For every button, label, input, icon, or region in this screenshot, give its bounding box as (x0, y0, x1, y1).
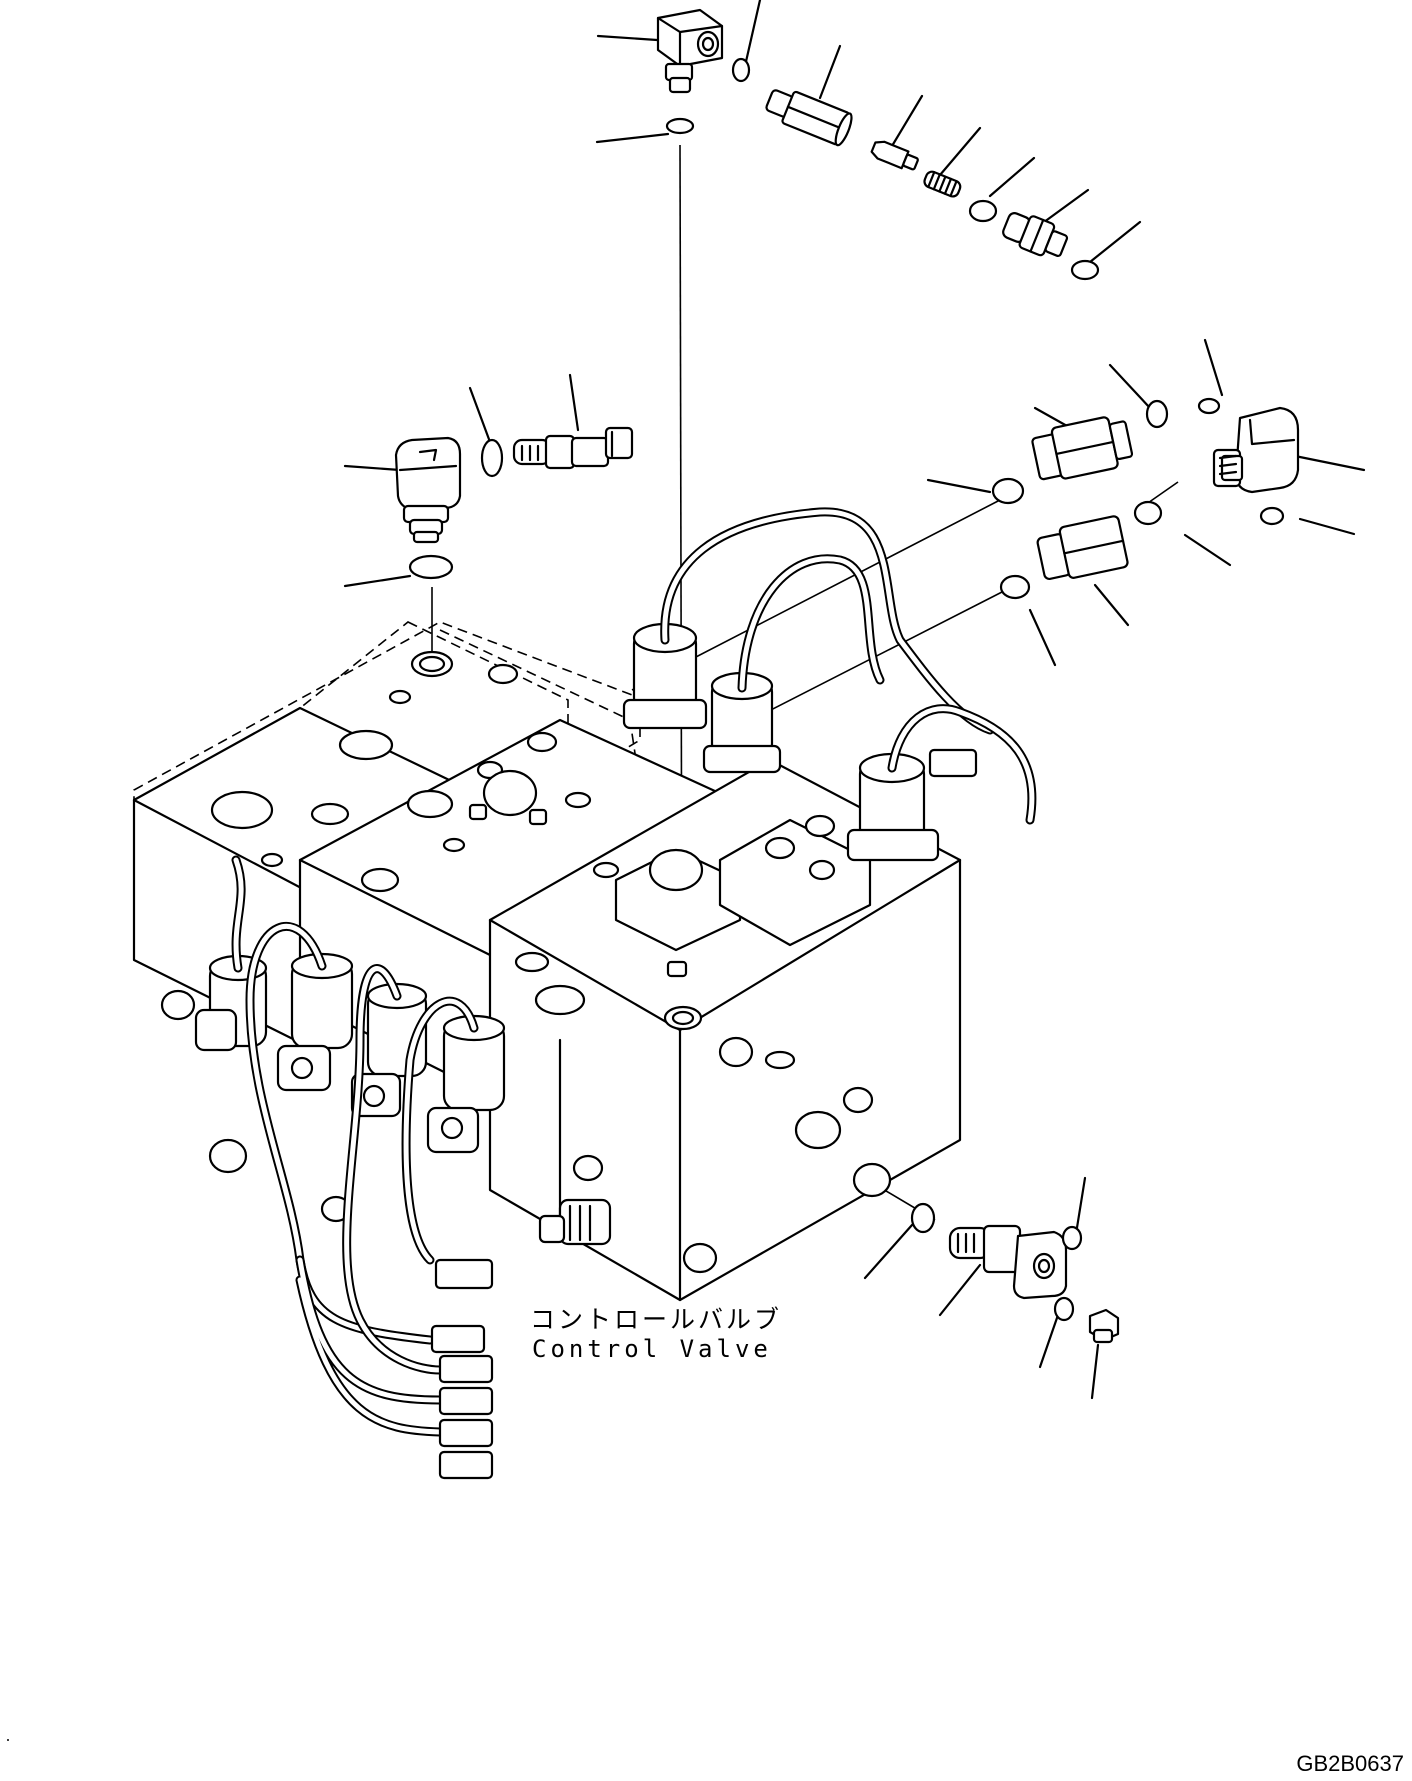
right-parts (991, 397, 1300, 600)
o-ring-13 (910, 1202, 936, 1234)
elbow-adapter-left (394, 436, 462, 544)
o-ring-14 (1061, 1225, 1083, 1251)
o-ring-1 (731, 57, 751, 83)
solenoid-top-3 (846, 752, 940, 862)
connector-1 (434, 1258, 494, 1290)
component-label-japanese: コントロールバルブ (530, 1305, 783, 1334)
o-ring-2 (665, 117, 695, 135)
pressure-sensor-bottom (948, 1224, 1068, 1300)
o-ring-7 (991, 477, 1025, 505)
top-parts (656, 8, 1100, 281)
adapter-right-lower (1036, 515, 1129, 581)
spool-cap-3 (718, 814, 872, 947)
o-ring-8 (999, 574, 1031, 600)
component-label-english: Control Valve (532, 1335, 772, 1363)
o-ring-5 (480, 438, 504, 478)
spool-cap-1 (468, 769, 548, 826)
connector-6 (438, 1450, 494, 1480)
o-ring-11 (1133, 500, 1163, 526)
adapter-top (765, 89, 853, 147)
elbow-adapter-top (656, 8, 724, 94)
plug-top (1002, 212, 1069, 258)
o-ring-6 (408, 554, 454, 580)
o-ring-12 (1259, 506, 1285, 526)
control-valve-body (132, 621, 962, 1302)
o-ring-3 (968, 199, 998, 223)
connector-3 (438, 1354, 494, 1384)
valve-front-fitting (538, 1198, 612, 1246)
bottom-parts (7, 1202, 1120, 1741)
pin (870, 140, 919, 171)
left-parts (394, 426, 634, 580)
connector-5 (438, 1418, 494, 1448)
wiring-harness (231, 507, 1037, 1480)
connector-top (928, 748, 978, 778)
adapter-right-upper (1031, 416, 1134, 481)
spool-cap-2 (614, 848, 742, 978)
connector-4 (438, 1386, 494, 1416)
spring (923, 170, 962, 198)
o-ring-9 (1145, 399, 1169, 429)
pressure-sensor-left (512, 426, 634, 470)
elbow-adapter-right (1212, 406, 1300, 494)
drawing-code: GB2B0637 (1296, 1751, 1404, 1776)
leader-lines (343, 0, 1366, 1400)
bolt-bottom (1088, 1308, 1120, 1344)
o-ring-4 (1070, 259, 1100, 281)
solenoid-left-2 (276, 952, 354, 1092)
o-ring-15 (1053, 1296, 1075, 1322)
o-ring-10 (1197, 397, 1221, 415)
connector-2 (430, 1324, 486, 1354)
